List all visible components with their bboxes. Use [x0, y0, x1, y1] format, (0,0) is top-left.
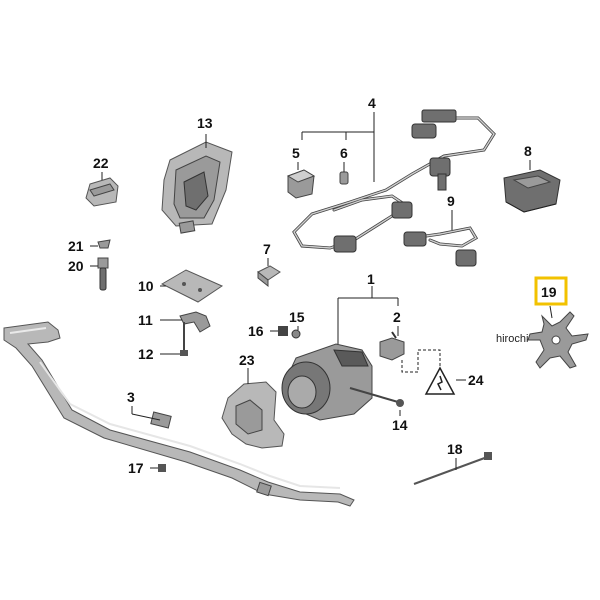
label-2[interactable]: 2	[393, 309, 401, 325]
part-cable-tie[interactable]	[413, 452, 492, 485]
leader-lines	[90, 112, 553, 470]
label-22[interactable]: 22	[93, 155, 109, 171]
label-16[interactable]: 16	[248, 323, 264, 339]
label-15[interactable]: 15	[289, 309, 305, 325]
part-cap[interactable]	[85, 177, 119, 207]
label-18[interactable]: 18	[447, 441, 463, 457]
label-24[interactable]: 24	[468, 372, 484, 388]
label-21[interactable]: 21	[68, 238, 84, 254]
watermark-text: hirochi	[496, 333, 528, 345]
part-clamp[interactable]	[179, 311, 211, 333]
part-nut[interactable]	[278, 326, 288, 336]
part-screw-small[interactable]	[158, 464, 166, 472]
label-19[interactable]: 19	[541, 284, 557, 300]
part-wiring-harness[interactable]	[292, 109, 496, 253]
label-13[interactable]: 13	[197, 115, 213, 131]
part-block[interactable]	[257, 265, 281, 288]
label-3[interactable]: 3	[127, 389, 135, 405]
part-connector-small[interactable]	[339, 171, 349, 185]
part-star-bracket[interactable]	[527, 311, 589, 369]
part-labels: 4 13 22 5 6 8 9 7 21 20 10 11 12 1 2 15 …	[68, 95, 557, 476]
label-14[interactable]: 14	[392, 417, 408, 433]
part-rail[interactable]	[3, 321, 355, 507]
part-bulb[interactable]	[379, 331, 405, 361]
part-housing-bracket[interactable]	[161, 141, 233, 234]
label-5[interactable]: 5	[292, 145, 300, 161]
part-sensor[interactable]	[97, 257, 109, 291]
label-8[interactable]: 8	[524, 143, 532, 159]
part-mount-plate[interactable]	[160, 269, 224, 303]
part-sub-harness[interactable]	[403, 226, 479, 267]
part-clip[interactable]	[97, 239, 111, 249]
part-screw[interactable]	[349, 387, 404, 407]
label-4[interactable]: 4	[368, 95, 376, 111]
label-17[interactable]: 17	[128, 460, 144, 476]
part-socket[interactable]	[503, 169, 561, 213]
label-6[interactable]: 6	[340, 145, 348, 161]
part-bolt-long[interactable]	[180, 322, 188, 356]
warning-symbol-icon	[424, 366, 456, 395]
label-1[interactable]: 1	[367, 271, 375, 287]
label-9[interactable]: 9	[447, 193, 455, 209]
label-20[interactable]: 20	[68, 258, 84, 274]
label-23[interactable]: 23	[239, 352, 255, 368]
part-headlamp[interactable]	[281, 343, 373, 421]
highlight-frame	[534, 276, 568, 306]
part-headlamp-cover[interactable]	[221, 381, 285, 449]
part-relay[interactable]	[286, 169, 316, 199]
label-10[interactable]: 10	[138, 278, 154, 294]
part-washer[interactable]	[291, 329, 301, 339]
label-11[interactable]: 11	[138, 312, 153, 328]
label-12[interactable]: 12	[138, 346, 154, 362]
label-7[interactable]: 7	[263, 241, 271, 257]
